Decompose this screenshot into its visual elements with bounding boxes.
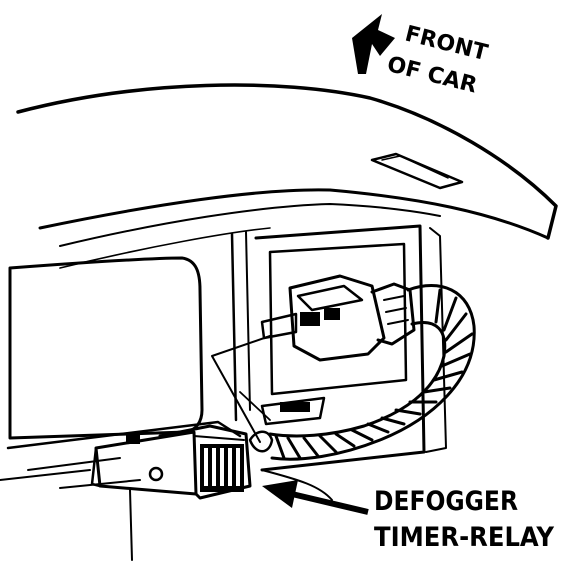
arrow-up-left-icon bbox=[352, 14, 395, 74]
trim-panel bbox=[0, 231, 251, 561]
wiring-harness bbox=[248, 284, 476, 501]
wiring-connector bbox=[260, 274, 416, 362]
front-of-car-label: FRONT OF CAR bbox=[385, 22, 491, 99]
callout-pointer bbox=[262, 480, 369, 515]
connector-leader bbox=[211, 335, 271, 443]
callout-line2: TIMER-RELAY bbox=[374, 522, 554, 553]
mounting-recess bbox=[254, 224, 447, 472]
callout-line1: DEFOGGER bbox=[374, 486, 518, 517]
package-shelf bbox=[16, 83, 558, 269]
defogger-timer-relay-label: DEFOGGER TIMER-RELAY bbox=[374, 486, 554, 553]
timer-relay-module bbox=[90, 424, 252, 500]
